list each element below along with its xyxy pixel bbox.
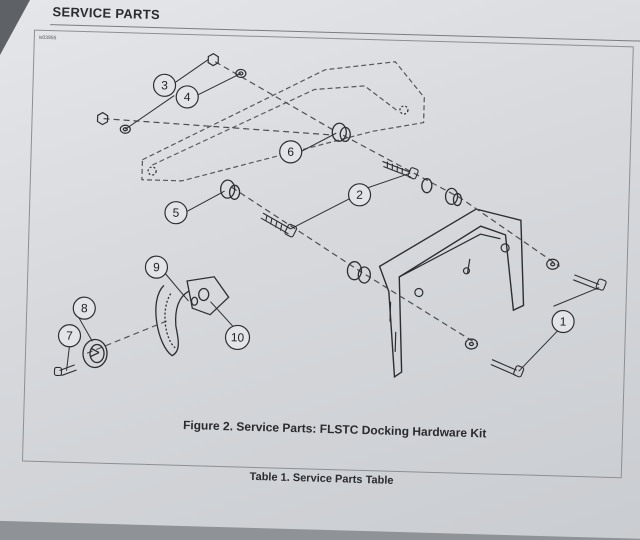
washer-bottom [464, 338, 479, 350]
screw-7 [53, 364, 77, 377]
nut-3 [207, 52, 219, 67]
docking-bracket [378, 208, 525, 379]
callout-4: 4 [175, 85, 199, 109]
svg-text:1: 1 [560, 314, 567, 328]
bushing-5 [220, 179, 241, 200]
callout-7: 7 [57, 324, 82, 348]
washer-4 [235, 68, 247, 79]
callout-6: 6 [279, 140, 303, 164]
screw-1b [490, 359, 525, 378]
nut-left [96, 111, 109, 126]
svg-text:10: 10 [231, 330, 245, 344]
callout-8: 8 [72, 296, 96, 320]
screw-2 [382, 160, 419, 180]
bushing-6 [331, 122, 351, 143]
washer-left [119, 124, 131, 134]
callout-2: 2 [347, 183, 372, 207]
washer-right [546, 258, 560, 270]
callout-3: 3 [152, 73, 177, 97]
spring-clip-9 [155, 284, 190, 357]
latch-plate-8 [82, 338, 108, 369]
svg-text:6: 6 [287, 145, 294, 159]
svg-text:9: 9 [153, 260, 160, 274]
callout-1: 1 [551, 309, 575, 334]
svg-text:8: 8 [81, 301, 88, 315]
callout-9: 9 [144, 255, 169, 279]
callout-10: 10 [224, 324, 251, 351]
clip-10 [186, 276, 230, 316]
spacer-upper [421, 178, 463, 207]
screw-5 [260, 212, 298, 238]
svg-text:7: 7 [66, 329, 73, 343]
svg-text:3: 3 [161, 78, 168, 92]
phantom-bracket [141, 61, 425, 182]
svg-text:4: 4 [184, 90, 191, 104]
svg-text:5: 5 [172, 206, 179, 220]
page-corner-shadow [0, 0, 30, 55]
svg-text:2: 2 [356, 188, 363, 202]
callout-5: 5 [164, 201, 188, 225]
bushing-lower [346, 261, 371, 284]
screw-1a [573, 274, 607, 291]
